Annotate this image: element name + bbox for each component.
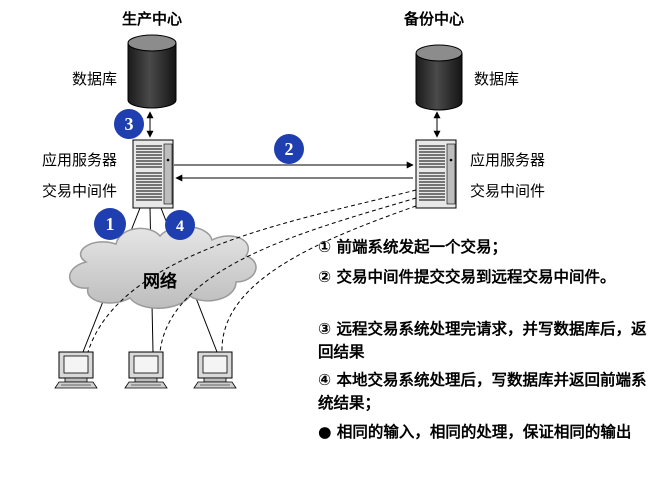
pc-1-icon: [54, 351, 98, 389]
middleware-right-label: 交易中间件: [470, 182, 546, 200]
server-right-icon: [415, 139, 457, 209]
marker-4: 4: [165, 210, 195, 240]
pc-3-icon: [193, 351, 237, 389]
title-backup: 备份中心: [404, 10, 465, 28]
marker-3: 3: [114, 109, 144, 139]
title-production: 生产中心: [122, 10, 183, 28]
svg-text:2: 2: [285, 139, 294, 159]
db-left-label: 数据库: [72, 70, 118, 88]
note-1: ① 前端系统发起一个交易；: [318, 238, 508, 256]
note-4: ④ 本地交易系统处理后，写数据库并返回前端系统结果；: [318, 371, 647, 412]
marker-2: 2: [274, 134, 304, 164]
network-cloud-icon: [68, 225, 257, 309]
app-server-left-label: 应用服务器: [42, 151, 118, 169]
remote-links: [87, 189, 417, 353]
app-server-right-label: 应用服务器: [470, 151, 546, 169]
svg-text:3: 3: [125, 114, 134, 134]
note-2: ② 交易中间件提交交易到远程交易中间件。: [318, 268, 616, 286]
svg-text:1: 1: [106, 214, 115, 234]
db-right-label: 数据库: [474, 70, 520, 88]
database-right-icon: [415, 44, 463, 111]
note-3: ③ 远程交易系统处理完请求，并写数据库后，返回结果: [318, 320, 647, 361]
network-label: 网络: [143, 271, 177, 292]
middleware-left-label: 交易中间件: [42, 182, 118, 200]
database-left-icon: [127, 34, 177, 109]
note-5: ● 相同的输入，相同的处理，保证相同的输出: [318, 423, 632, 441]
server-left-icon: [132, 139, 174, 209]
marker-1: 1: [94, 208, 126, 240]
svg-text:4: 4: [176, 218, 184, 235]
pc-2-icon: [124, 351, 168, 389]
